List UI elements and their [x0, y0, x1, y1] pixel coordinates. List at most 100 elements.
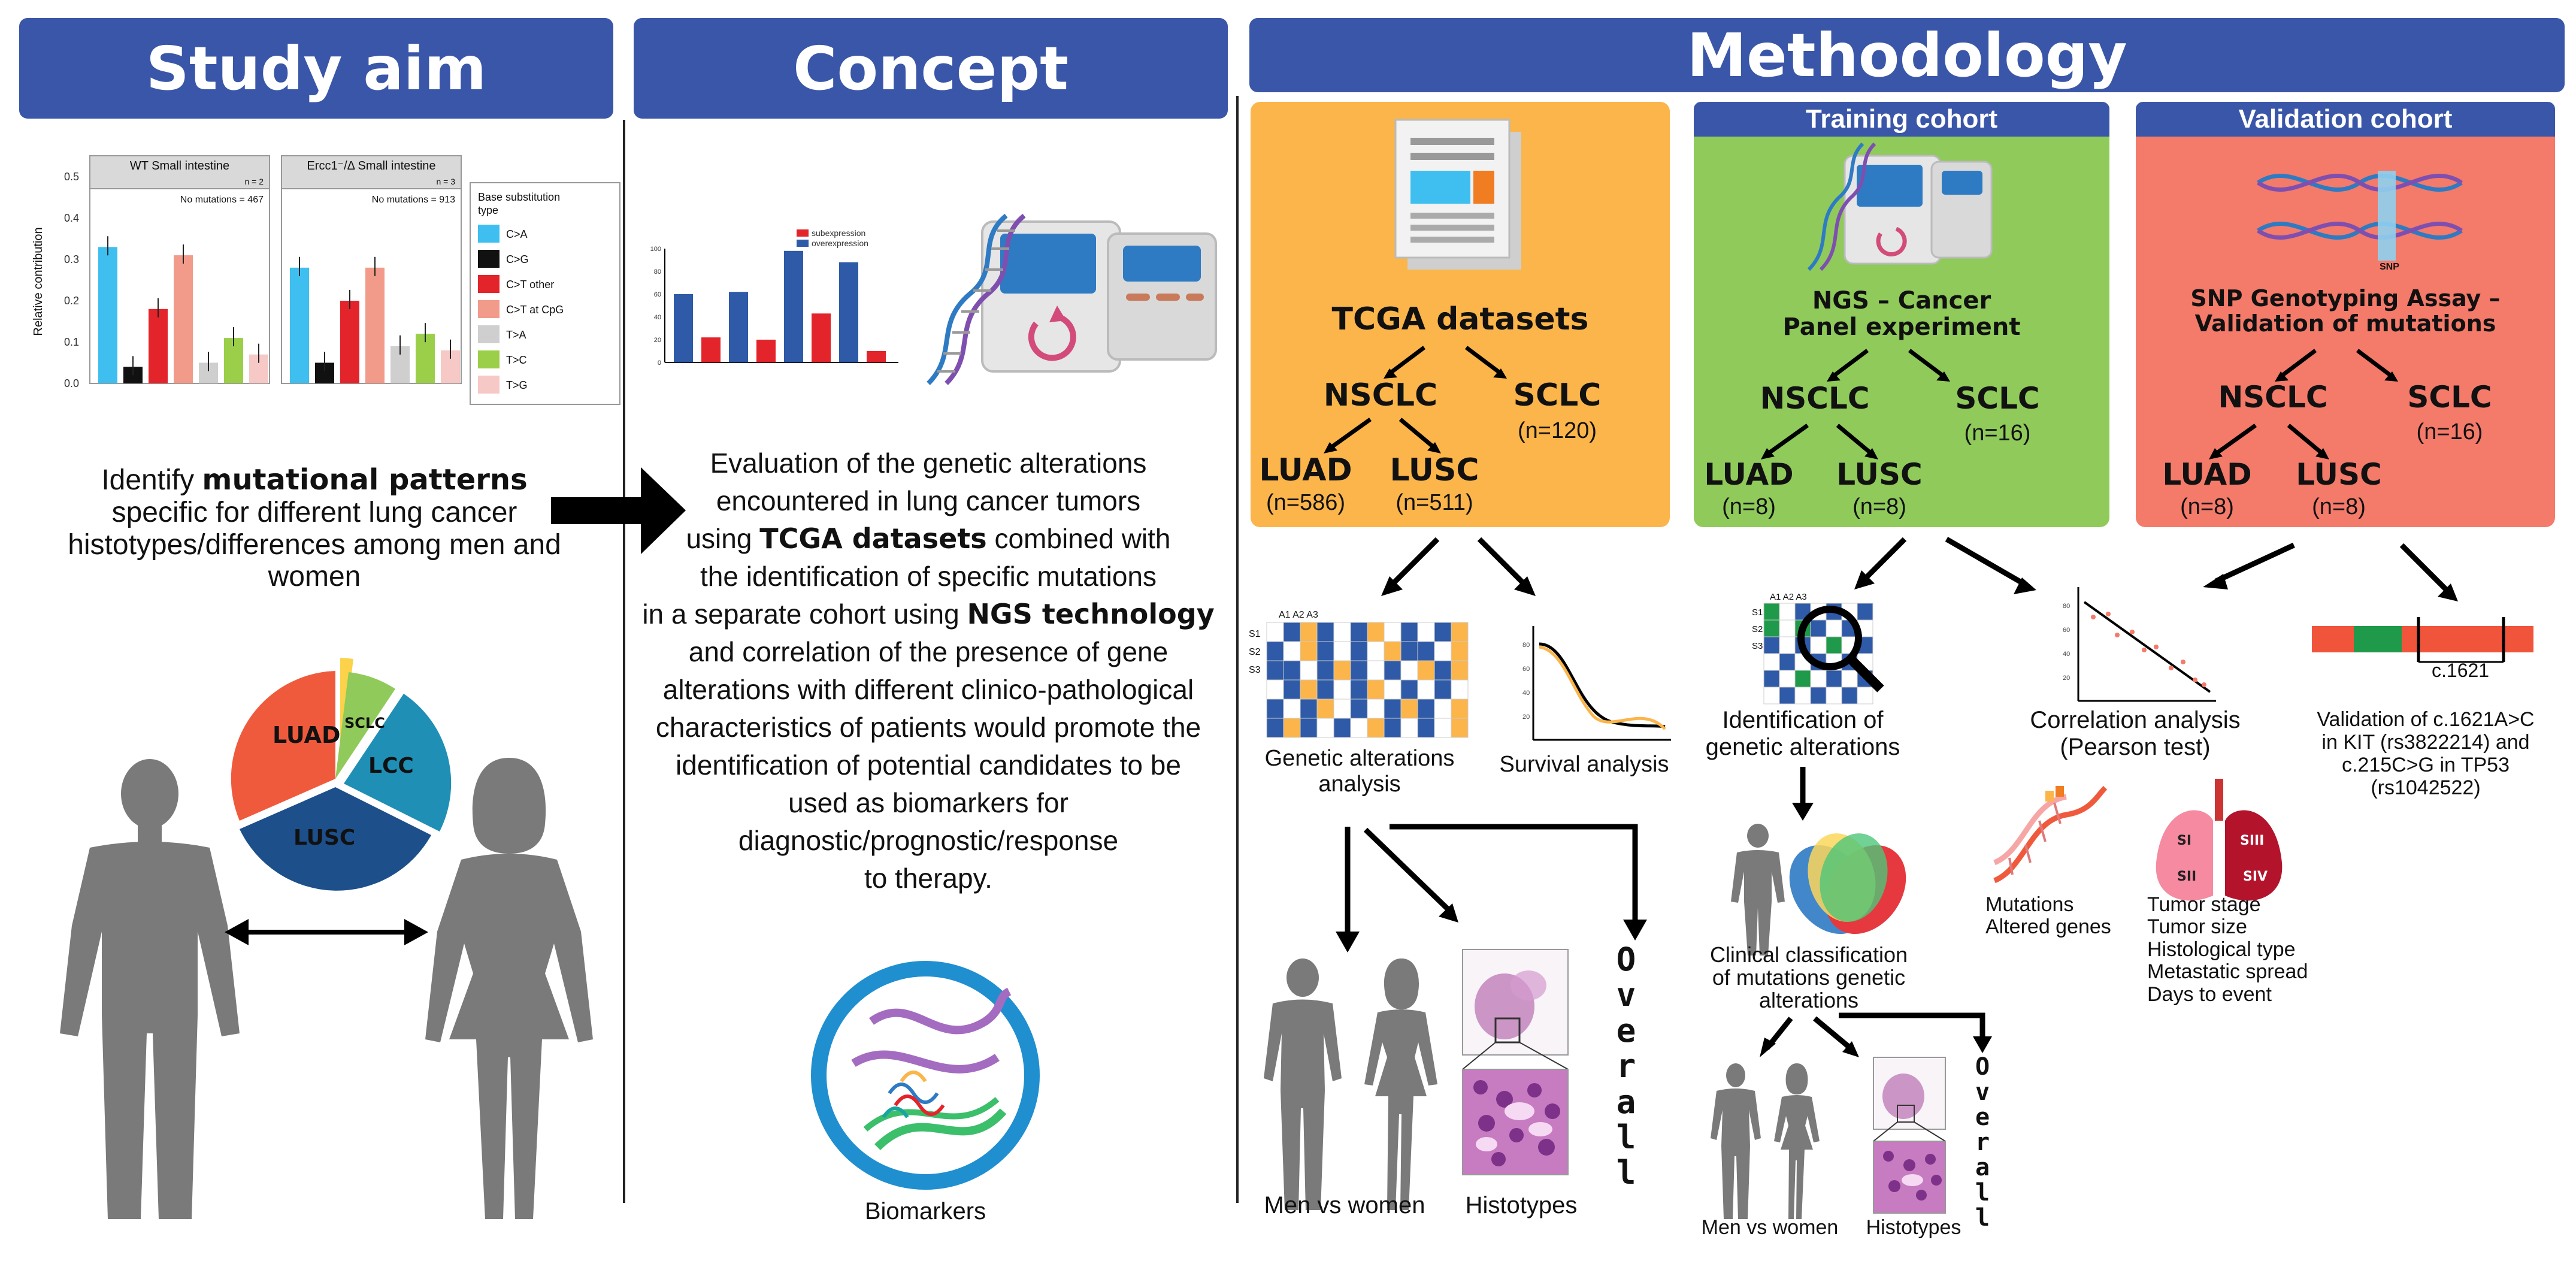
legend-swatch-over: [797, 240, 809, 247]
human-male-figure: [60, 759, 240, 1219]
grid-cell: [1434, 718, 1452, 738]
grid-row-label: S1: [1249, 629, 1261, 639]
magnifier-handle: [1847, 655, 1884, 693]
grid-cell: [1451, 641, 1469, 661]
sequencer-screen: [1000, 234, 1096, 294]
men-women-figures-small: [1711, 1063, 1820, 1219]
svg-text:60: 60: [1522, 666, 1530, 673]
divider-left: [623, 120, 625, 1203]
histotype-pie: LUAD SCLC LCC LUSC: [231, 658, 452, 891]
signature-bar: [174, 255, 193, 383]
grid-cell: [1367, 698, 1385, 719]
y-tick-label: 0.5: [64, 171, 79, 183]
men-women-figures-large: [1264, 958, 1437, 1210]
snp-title-line2: Validation of mutations: [2194, 310, 2496, 337]
overall-letter: v: [1616, 976, 1636, 1014]
grid-cell: [1400, 660, 1418, 681]
grid-cell: [1826, 687, 1842, 704]
signature-bar: [290, 267, 309, 383]
grid-cell: [1451, 698, 1469, 719]
snp-tag: SNP: [2380, 262, 2399, 272]
concept-line-text: diagnostic/prognostic/response: [738, 825, 1119, 857]
grid-cell: [1283, 698, 1301, 719]
overall-letter: l: [1975, 1204, 1990, 1232]
tcga-lusc: LUSC: [1390, 452, 1479, 488]
svg-text:60: 60: [2063, 627, 2070, 634]
svg-text:20: 20: [2063, 675, 2070, 682]
ngs-sclc-n: (n=16): [1964, 421, 2031, 446]
grid-cell: [1266, 679, 1284, 700]
signature-bar: [98, 247, 117, 383]
mutation-signature-chart: Relative contribution0.50.40.30.20.10.0 …: [32, 155, 620, 405]
grid-cell: [1333, 622, 1351, 642]
document-icon: [1394, 119, 1521, 270]
tcga-sclc-n: (n=120): [1517, 418, 1597, 443]
concept-line-text: in a separate cohort using: [642, 598, 967, 630]
overall-letter: l: [1616, 1118, 1636, 1156]
panel-n: n = 2: [244, 177, 264, 186]
overall-letter: l: [1975, 1179, 1990, 1206]
concept-line: alterations with different clinico-patho…: [629, 671, 1228, 709]
tick-label: 40: [654, 314, 661, 321]
training-cohort-header: Training cohort: [1694, 102, 2109, 137]
overall-letter: O: [1975, 1053, 1990, 1081]
grid-cell: [1857, 603, 1873, 621]
grid-cell: [1841, 670, 1858, 688]
histology-images-small: [1873, 1057, 1946, 1214]
legend-label: T>A: [506, 329, 526, 341]
snp-sclc-n: (n=16): [2416, 419, 2483, 444]
grid-cell: [1857, 687, 1873, 704]
panel-mutations: No mutations = 467: [180, 195, 264, 205]
grid-cell: [1316, 622, 1334, 642]
grid-cell: [1316, 698, 1334, 719]
concept-line: Evaluation of the genetic alterations: [629, 444, 1228, 482]
grid-cell: [1367, 679, 1385, 700]
grid-cell: [1350, 641, 1368, 661]
dna-sequencer-icon: [927, 213, 1217, 385]
grid-cell: [1451, 679, 1469, 700]
tcga-sclc: SCLC: [1513, 377, 1602, 413]
y-tick-label: 0.3: [64, 253, 79, 265]
grid-cell: [1779, 619, 1796, 637]
legend-label: C>T other: [506, 279, 554, 291]
grid-cell: [1810, 636, 1827, 654]
lung-stage-label: SIII: [2240, 833, 2264, 848]
concept-line: the identification of specific mutations: [629, 558, 1228, 595]
grid-cell: [1350, 718, 1368, 738]
big-arrow: [551, 467, 686, 554]
grid-cell: [1434, 622, 1452, 642]
concept-header: Concept: [634, 18, 1228, 119]
grid-cell: [1417, 698, 1435, 719]
tcga-luad-n: (n=586): [1266, 490, 1346, 515]
mutations-text: Mutations Altered genes: [1985, 893, 2111, 939]
genetic-alterations-label: Genetic alterations analysis: [1264, 746, 1455, 797]
pie-label-lcc: LCC: [368, 754, 414, 778]
snp-luad: LUAD: [2162, 457, 2252, 492]
concept-line: and correlation of the presence of gene: [629, 633, 1228, 671]
grid-cell: [1367, 622, 1385, 642]
survival-line-black: [1539, 642, 1666, 728]
grid-cell: [1810, 670, 1827, 688]
concept-line: to therapy.: [629, 860, 1228, 897]
study-aim-header: Study aim: [19, 18, 613, 119]
tcga-nsclc: NSCLC: [1323, 377, 1438, 413]
grid-row-label: S3: [1249, 665, 1261, 675]
grid-cell: [1266, 698, 1284, 719]
ngs-luad: LUAD: [1704, 457, 1794, 492]
grid-cell: [1763, 687, 1780, 704]
signature-bar: [340, 301, 359, 383]
grid-cell: [1333, 698, 1351, 719]
grid-cols-label: A1 A2 A3: [1279, 610, 1318, 620]
study-concept-arrow: [551, 467, 686, 554]
grid-cell: [1384, 641, 1401, 661]
grid-cell: [1779, 636, 1796, 654]
venn-diagram: [1789, 833, 1906, 935]
grid-cell: [1384, 622, 1401, 642]
tcga-luad: LUAD: [1259, 452, 1352, 488]
grid-cell: [1400, 698, 1418, 719]
grid-cols-label: A1 A2 A3: [1770, 592, 1807, 602]
